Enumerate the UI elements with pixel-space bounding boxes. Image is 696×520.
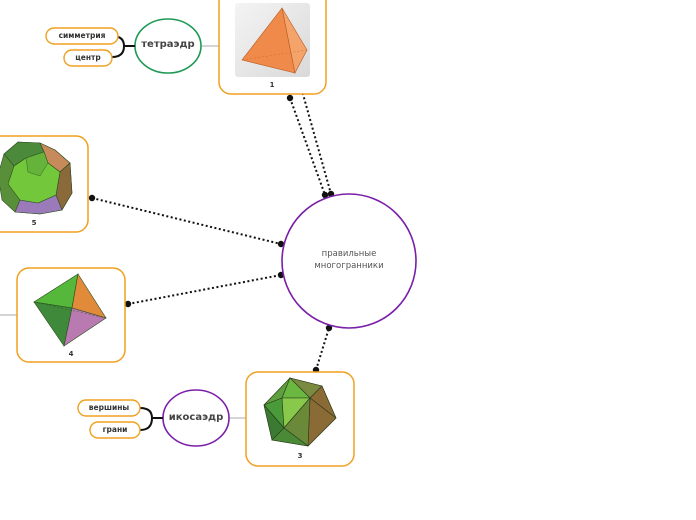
- central-node-label: правильные многогранники: [282, 248, 416, 272]
- tetra-sub-pill-2[interactable]: [63, 49, 113, 67]
- connector-ico: [315, 327, 330, 371]
- tetra-topic-label: тетраэдр: [141, 39, 195, 50]
- ico-sub-pill-1[interactable]: [77, 399, 141, 417]
- dodecahedron-image: [0, 141, 73, 215]
- thin-connectors: [0, 45, 248, 419]
- ico-sub-label-1: вершины: [88, 403, 130, 412]
- ico-sub-label-2: грани: [102, 425, 128, 434]
- central-node[interactable]: [281, 193, 417, 329]
- octa-card-number: 4: [68, 350, 74, 358]
- ico-sub-pill-2[interactable]: [89, 421, 141, 439]
- connector-dots: [88, 94, 335, 374]
- central-label-line2: многогранники: [314, 261, 384, 271]
- ico-topic-label: икосаэдр: [168, 412, 224, 423]
- tetrahedron-image: [235, 3, 310, 77]
- tetra-sub-label-1: симметрия: [58, 31, 106, 40]
- ico-bracket: [139, 407, 154, 431]
- dodeca-card-number: 5: [31, 219, 37, 227]
- connector-tetra-b: [298, 79, 332, 195]
- tetra-sub-label-2: центр: [75, 53, 101, 62]
- octahedron-image: [33, 273, 107, 347]
- ico-card-number: 3: [297, 452, 303, 460]
- tetra-sub-pill-1[interactable]: [45, 27, 119, 45]
- connector-tetra-a: [289, 97, 326, 196]
- icosahedron-image: [263, 377, 337, 447]
- connector-octa: [127, 274, 282, 305]
- tetra-card-number: 1: [269, 81, 275, 89]
- central-label-line1: правильные: [321, 249, 377, 259]
- connector-dodeca: [91, 197, 282, 245]
- connectors: [91, 79, 332, 371]
